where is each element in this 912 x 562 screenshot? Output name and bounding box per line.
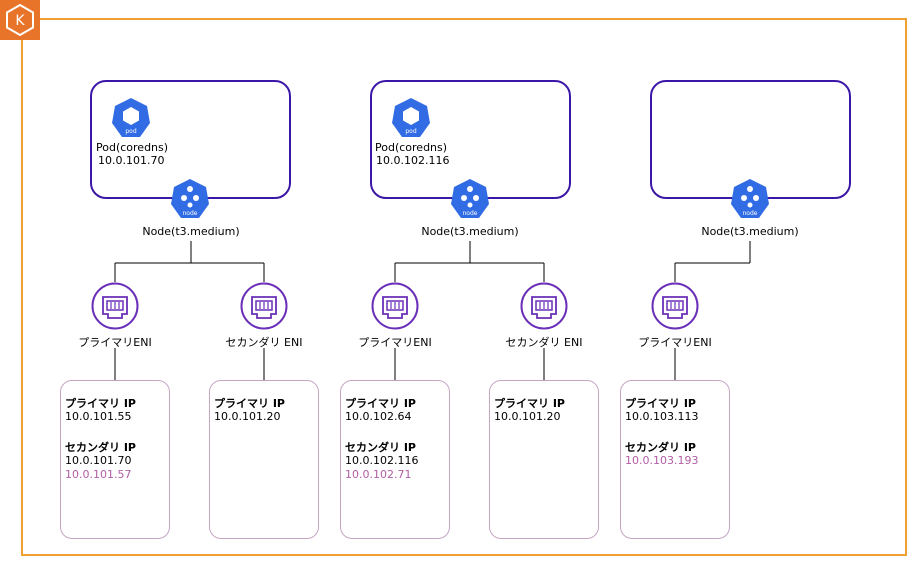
pod-icon: pod bbox=[111, 96, 151, 140]
eni-icon bbox=[91, 282, 139, 330]
primary-ip-heading: プライマリ IP bbox=[345, 397, 416, 410]
secondary-ip-value: 10.0.101.70 bbox=[65, 454, 132, 467]
node-icon-text: node bbox=[463, 210, 478, 217]
secondary-ip-heading: セカンダリ IP bbox=[345, 441, 416, 454]
pod-ip-1: 10.0.101.70 bbox=[98, 154, 165, 167]
primary-ip-heading: プライマリ IP bbox=[625, 397, 696, 410]
eks-logo-letter: K bbox=[15, 13, 25, 29]
eks-logo-icon: K bbox=[0, 0, 40, 40]
eni-icon bbox=[240, 282, 288, 330]
ip-box-2: プライマリ IP 10.0.101.20 bbox=[209, 380, 319, 539]
primary-ip-value: 10.0.103.113 bbox=[625, 410, 699, 423]
primary-ip-heading: プライマリ IP bbox=[65, 397, 136, 410]
secondary-ip-value-free: 10.0.101.57 bbox=[65, 468, 132, 481]
eni-label-4: セカンダリ ENI bbox=[505, 336, 583, 349]
primary-ip-value: 10.0.102.64 bbox=[345, 410, 412, 423]
secondary-ip-value-free: 10.0.102.71 bbox=[345, 468, 412, 481]
primary-ip-heading: プライマリ IP bbox=[494, 397, 565, 410]
ip-box-5: プライマリ IP 10.0.103.113 セカンダリ IP 10.0.103.… bbox=[620, 380, 730, 539]
cluster-frame bbox=[21, 18, 907, 556]
ip-box-1: プライマリ IP 10.0.101.55 セカンダリ IP 10.0.101.7… bbox=[60, 380, 170, 539]
eni-label-1: プライマリENI bbox=[78, 336, 152, 349]
eni-icon bbox=[371, 282, 419, 330]
secondary-ip-value-free: 10.0.103.193 bbox=[625, 454, 699, 467]
secondary-ip-value: 10.0.102.116 bbox=[345, 454, 419, 467]
eni-label-3: プライマリENI bbox=[358, 336, 432, 349]
node-icon: node bbox=[450, 177, 490, 221]
node-box-1 bbox=[90, 80, 291, 199]
node-box-2 bbox=[370, 80, 571, 199]
node-icon-text: node bbox=[743, 210, 758, 217]
ip-box-4: プライマリ IP 10.0.101.20 bbox=[489, 380, 599, 539]
node-icon-text: node bbox=[183, 210, 198, 217]
primary-ip-value: 10.0.101.55 bbox=[65, 410, 132, 423]
secondary-ip-heading: セカンダリ IP bbox=[625, 441, 696, 454]
eni-label-2: セカンダリ ENI bbox=[225, 336, 303, 349]
primary-ip-value: 10.0.101.20 bbox=[214, 410, 281, 423]
node-label-3: Node(t3.medium) bbox=[701, 225, 799, 238]
eni-label-5: プライマリENI bbox=[638, 336, 712, 349]
pod-icon: pod bbox=[391, 96, 431, 140]
secondary-ip-heading: セカンダリ IP bbox=[65, 441, 136, 454]
node-label-1: Node(t3.medium) bbox=[142, 225, 240, 238]
node-icon: node bbox=[170, 177, 210, 221]
pod-label-1: Pod(coredns) bbox=[96, 141, 169, 154]
primary-ip-value: 10.0.101.20 bbox=[494, 410, 561, 423]
eni-icon bbox=[520, 282, 568, 330]
eni-icon bbox=[651, 282, 699, 330]
pod-icon-text: pod bbox=[125, 128, 136, 135]
node-box-3 bbox=[650, 80, 851, 199]
pod-label-2: Pod(coredns) bbox=[375, 141, 448, 154]
primary-ip-heading: プライマリ IP bbox=[214, 397, 285, 410]
node-icon: node bbox=[730, 177, 770, 221]
node-label-2: Node(t3.medium) bbox=[421, 225, 519, 238]
pod-icon-text: pod bbox=[405, 128, 416, 135]
pod-ip-2: 10.0.102.116 bbox=[376, 154, 450, 167]
ip-box-3: プライマリ IP 10.0.102.64 セカンダリ IP 10.0.102.1… bbox=[340, 380, 450, 539]
